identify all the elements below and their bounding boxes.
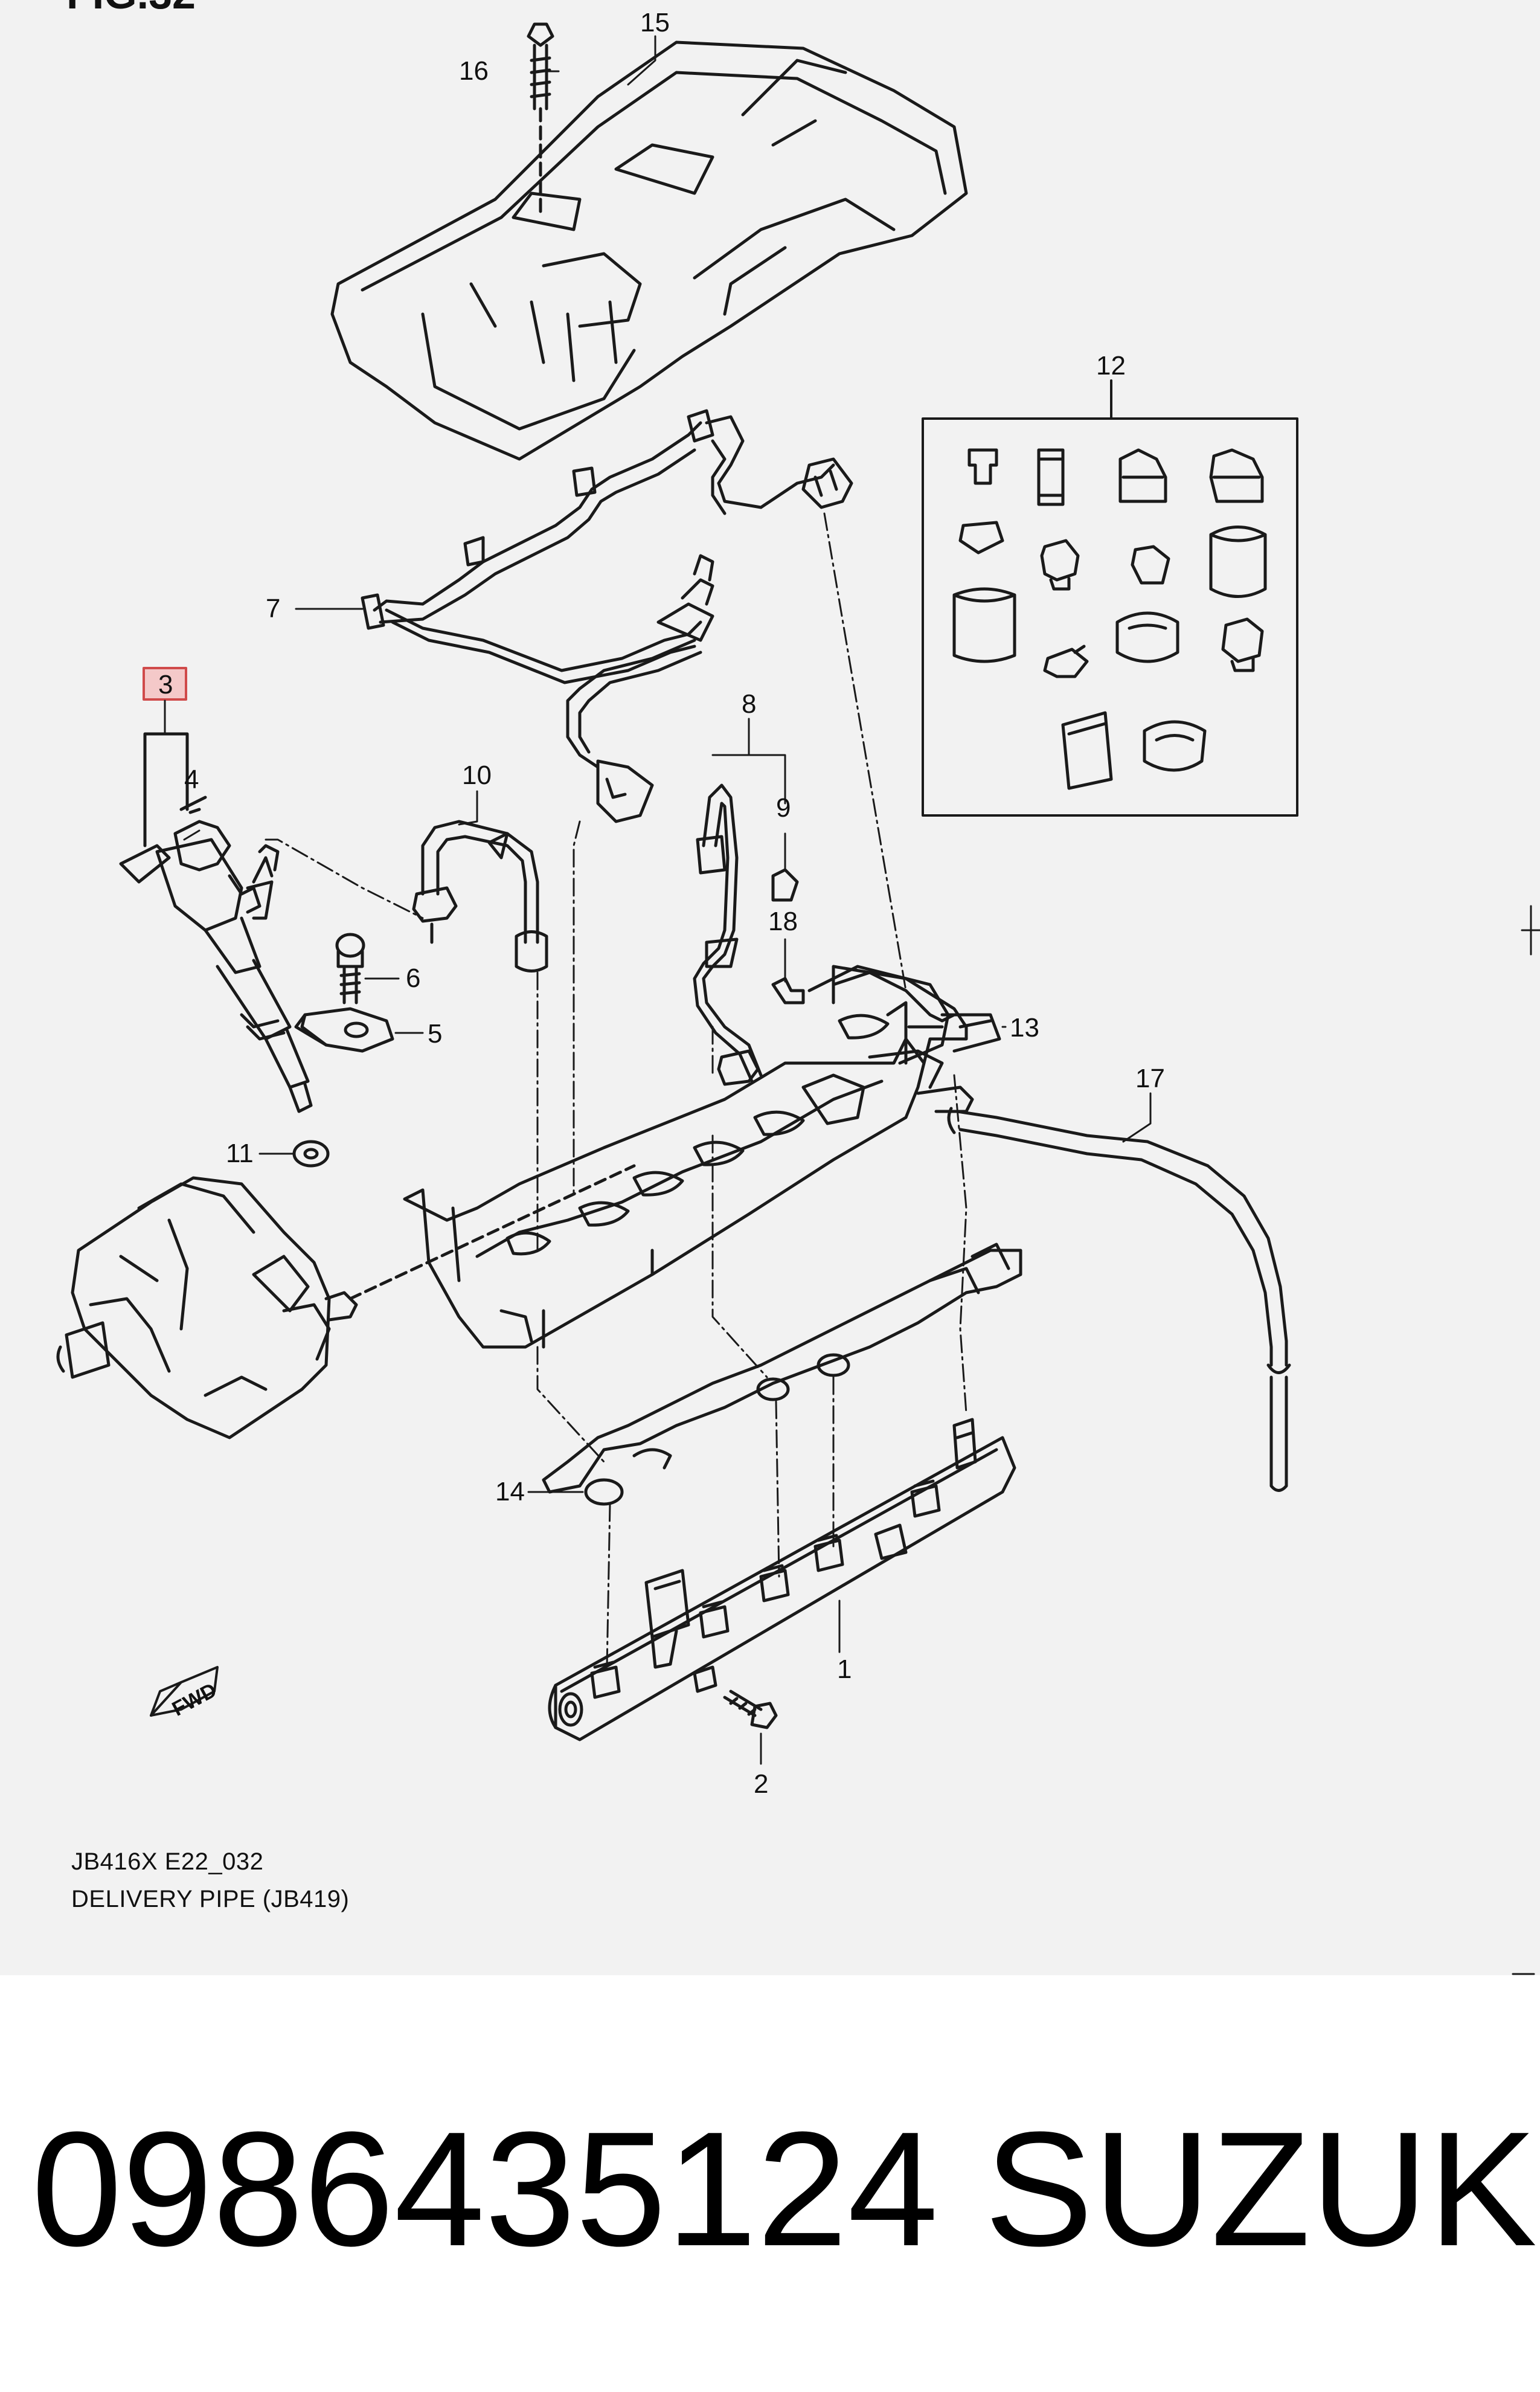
callout-5: 5 [428,1019,442,1049]
delivery-pipe [548,1418,1016,1741]
callout-6: 6 [406,963,420,993]
pipe-bracket [832,965,992,1089]
callout-leaders [164,35,1152,1653]
supply-pump [56,1164,636,1439]
leak-off-hose [361,409,853,823]
callout-numbers: 1 2 3 4 5 6 7 8 9 10 11 12 13 14 15 16 1… [158,8,1165,1799]
delivery-pipe-gasket [527,1243,1022,1506]
callout-17: 17 [1135,1064,1165,1093]
callout-18: 18 [768,907,798,936]
footer-banner [0,1975,1540,2392]
injector-washer [258,1140,330,1168]
callout-7: 7 [266,594,280,623]
callout-4: 4 [184,765,199,794]
caption-code: JB416X E22_032 [71,1848,264,1875]
leader-lines [265,512,967,1668]
callout-11: 11 [226,1139,254,1168]
injector [119,732,313,1113]
clamp-bolt [335,933,400,1005]
callout-12: 12 [1096,351,1126,381]
callout-3: 3 [158,670,173,699]
cylinder-head-cover [330,40,968,461]
delivery-pipe-bolt [723,1690,778,1765]
callout-2: 2 [754,1769,768,1799]
callout-13: 13 [1010,1013,1039,1043]
callout-10: 10 [462,760,492,790]
brand-name: SUZUKI [984,2098,1540,2280]
fuel-pipe [693,783,805,1086]
injection-pipe [412,820,548,973]
callout-9: 9 [776,793,791,823]
caption-title: DELIVERY PIPE (JB419) [71,1886,350,1912]
edge-ticks [1512,905,1540,1975]
callout-8: 8 [742,689,756,719]
diagram-area: FIG.32 [0,0,1540,1975]
callout-15: 15 [640,8,670,37]
parts-diagram: FIG.32 [56,0,1540,1975]
part-number: 0986435124 [31,2098,938,2280]
return-hose [947,1107,1291,1492]
parts-kit-box [922,379,1298,817]
injector-clamp [294,1007,424,1053]
fwd-arrow-icon: FWD [150,1666,220,1721]
callout-1: 1 [837,1654,852,1684]
highlighted-box-3 [143,667,187,701]
callout-16: 16 [459,56,489,86]
fig-label: FIG.32 [66,0,196,18]
callout-14: 14 [495,1477,525,1506]
